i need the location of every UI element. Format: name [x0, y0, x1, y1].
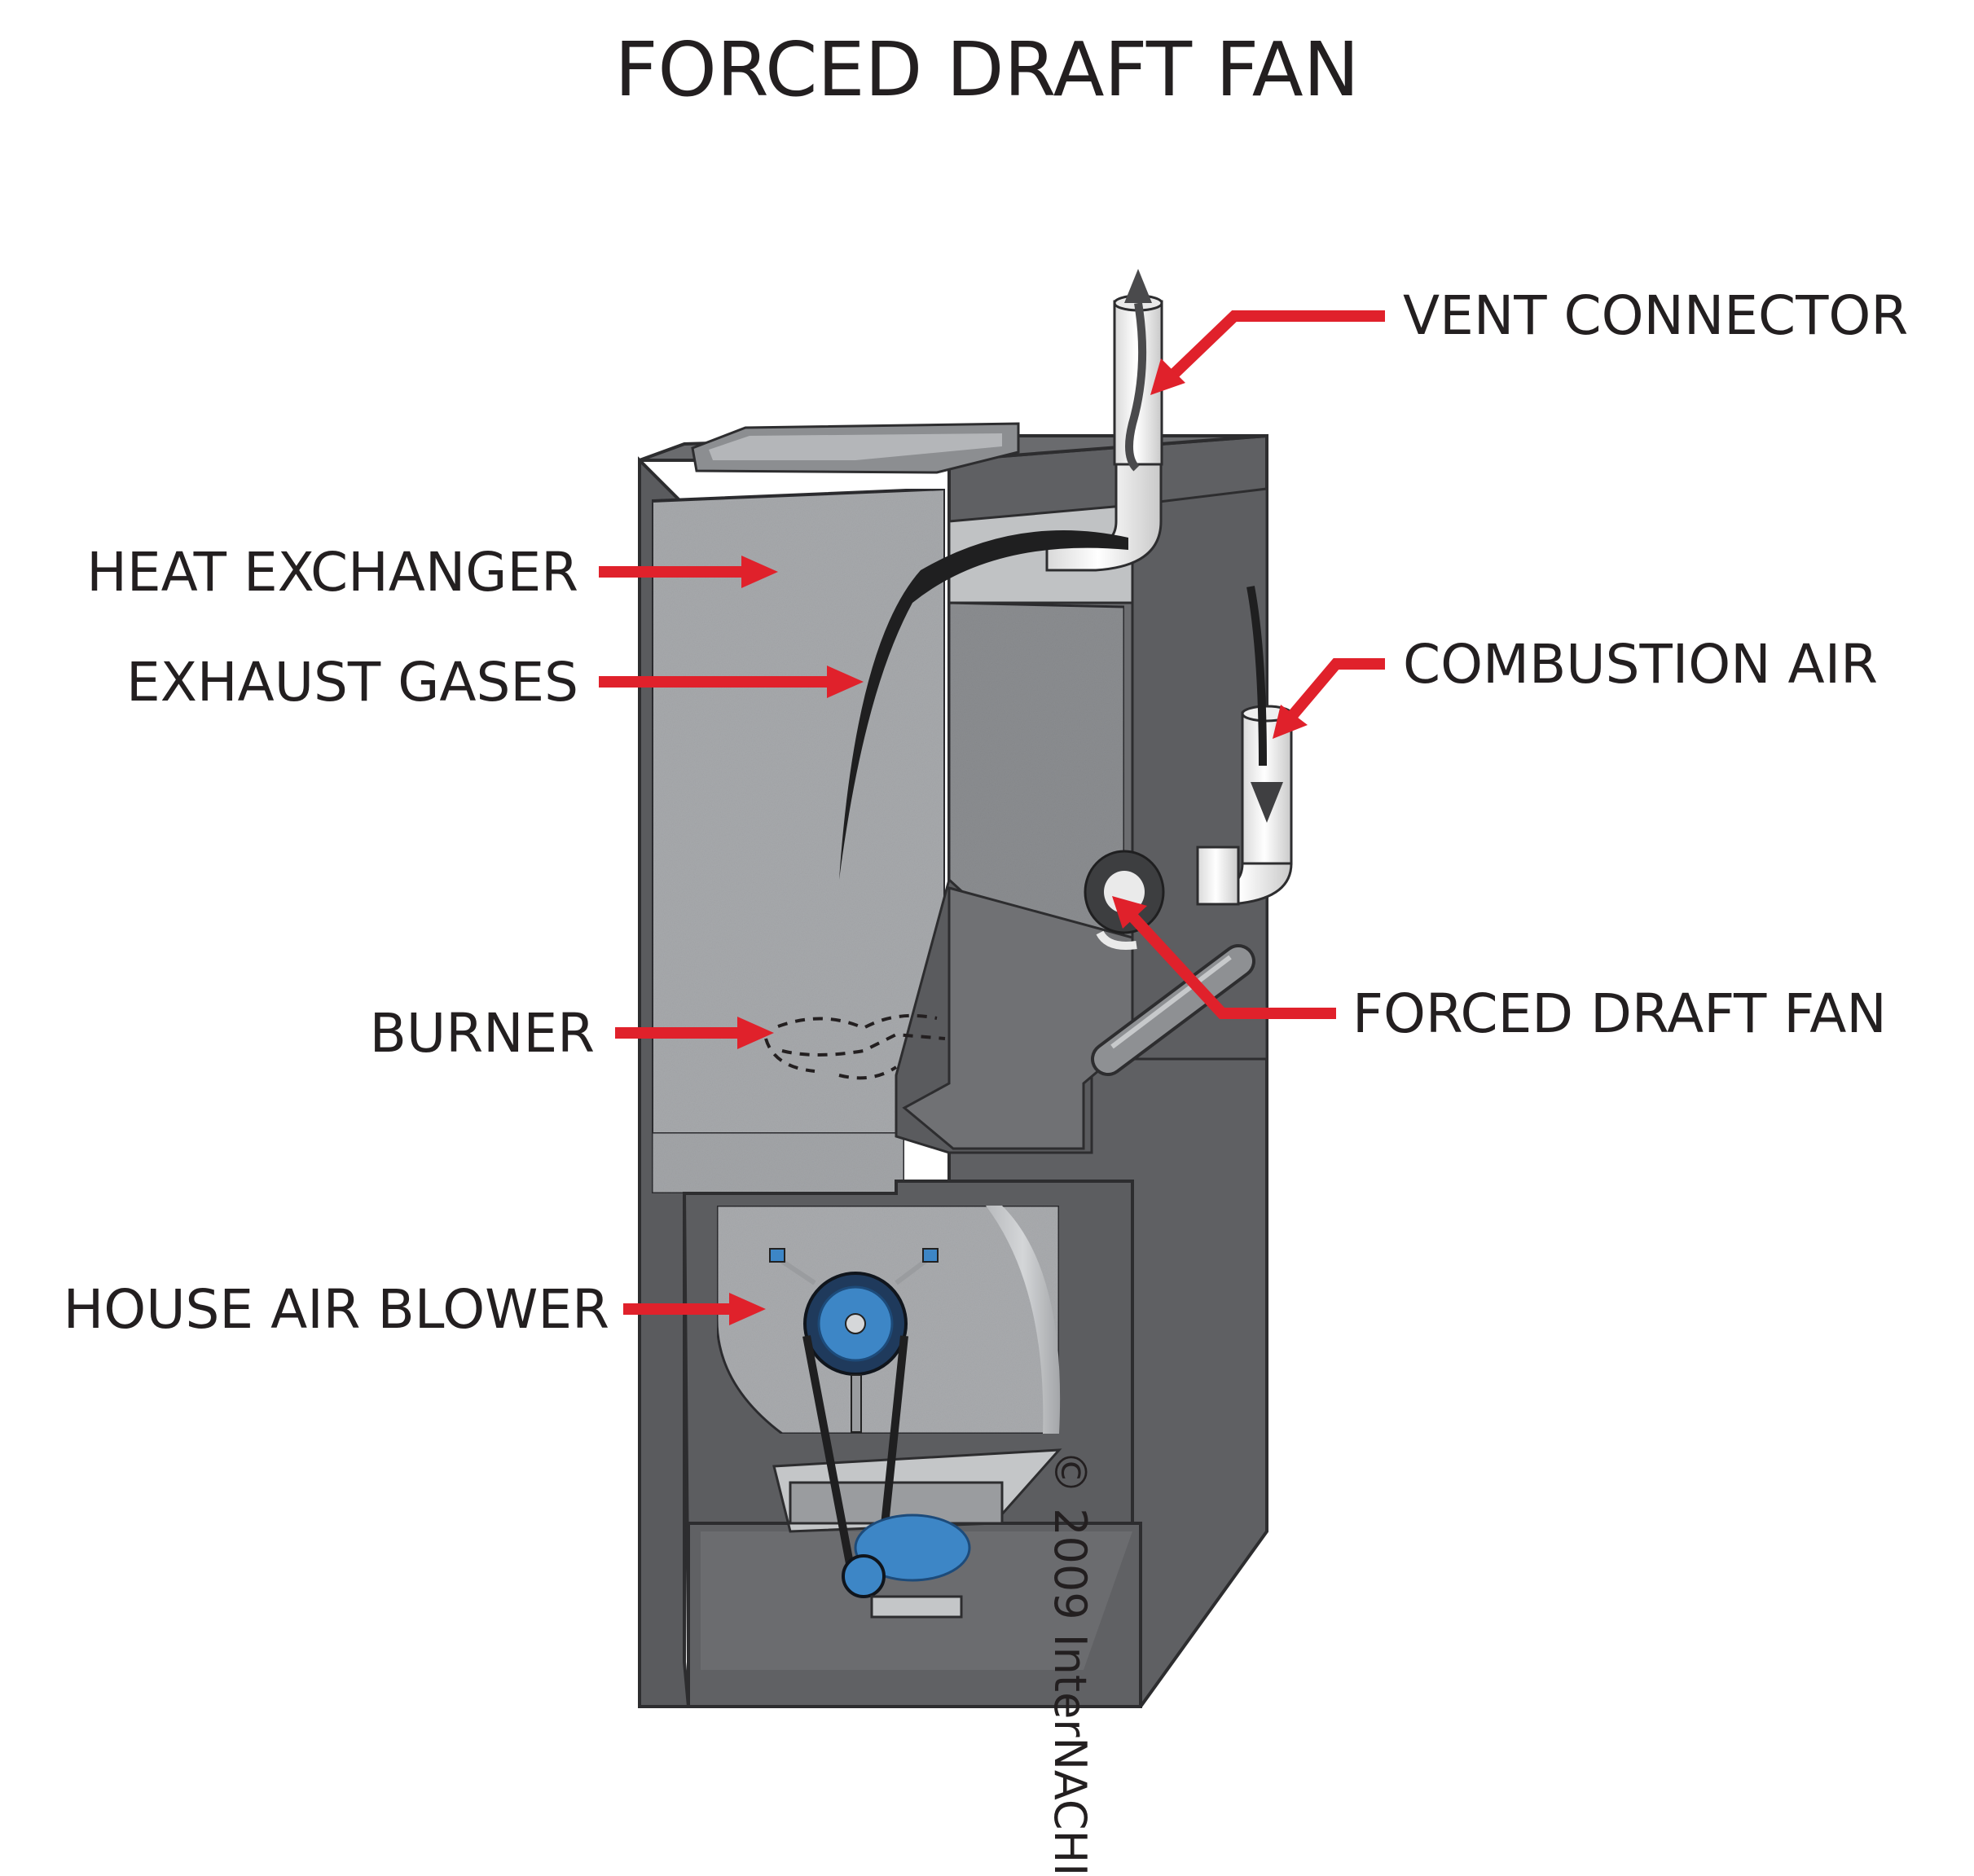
blower-motor — [854, 1514, 971, 1582]
forced-draft-fan — [1084, 850, 1165, 950]
copyright-notice: © 2009 InterNACHI — [1044, 1450, 1096, 1876]
arrow-vent-connector — [1169, 310, 1385, 380]
arrowhead-burner — [737, 1017, 774, 1049]
arrowhead-house-air-blower — [729, 1293, 766, 1325]
cabinet-divider — [650, 1131, 906, 1195]
vent-pipe — [1045, 269, 1163, 572]
label-burner: BURNER — [369, 1002, 595, 1065]
heat-exchanger-panel — [650, 486, 947, 1138]
arrow-forced-draft-fan — [1128, 912, 1336, 1019]
arrowhead-exhaust-gases — [827, 666, 864, 698]
vent-flow-arrow — [1124, 269, 1152, 303]
furnace-diagram — [599, 269, 1385, 1708]
motor-pulley — [842, 1554, 886, 1598]
arrowhead-combustion-air — [1273, 705, 1308, 739]
combustion-air-flow-arrow — [1251, 782, 1283, 823]
label-house-air-blower: HOUSE AIR BLOWER — [63, 1278, 609, 1341]
arrowhead-heat-exchanger — [741, 556, 778, 588]
diagram-title: FORCED DRAFT FAN — [614, 26, 1360, 113]
motor-base — [870, 1595, 963, 1619]
pointer-arrows — [599, 310, 1385, 1325]
label-heat-exchanger: HEAT EXCHANGER — [86, 541, 578, 604]
burner-flames — [764, 1013, 946, 1080]
house-air-blower — [715, 1204, 1062, 1619]
arrow-combustion-air — [1286, 658, 1385, 721]
label-forced-draft-fan: FORCED DRAFT FAN — [1352, 982, 1887, 1045]
arrowhead-forced-draft-fan — [1112, 896, 1147, 929]
label-vent-connector: VENT CONNECTOR — [1403, 284, 1909, 347]
gas-manifold — [1091, 944, 1255, 1076]
label-combustion-air: COMBUSTION AIR — [1403, 633, 1879, 696]
return-opening-inner — [709, 433, 1002, 460]
label-exhaust-gases: EXHAUST GASES — [126, 651, 578, 714]
arrowhead-vent-connector — [1150, 358, 1185, 395]
